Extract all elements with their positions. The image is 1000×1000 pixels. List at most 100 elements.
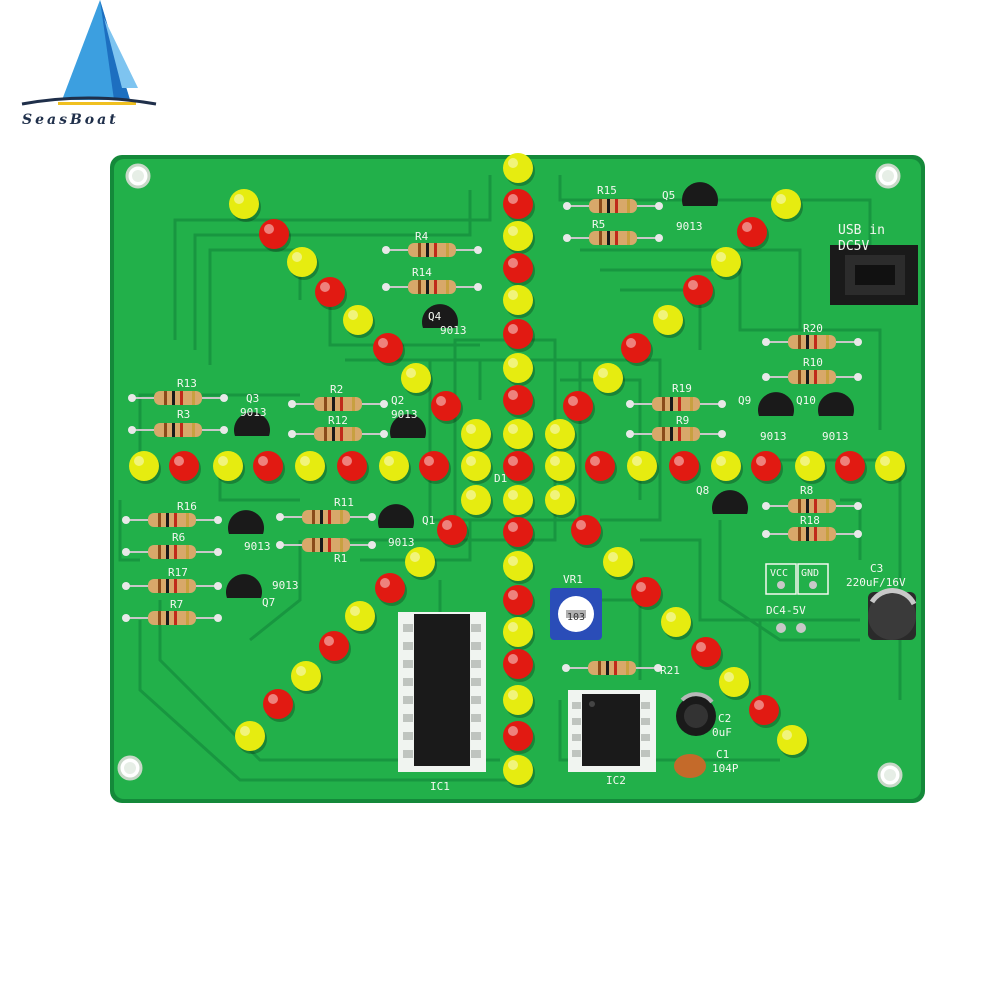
led-yellow [229,189,261,222]
r13-label: R13 [177,377,197,390]
usb-socket [830,245,918,305]
led-red [585,451,617,484]
r10-label: R10 [803,356,823,369]
ic2-chip [568,690,656,772]
resistor [382,280,482,294]
led-yellow [795,451,827,484]
q10-type: 9013 [822,430,849,443]
led-yellow [545,451,577,484]
led-yellow [545,419,577,452]
usb-in-label: USB in [838,223,885,238]
q4-label: Q4 [428,310,442,323]
led-red [319,631,351,664]
led-red [631,577,663,610]
led-yellow [343,305,375,338]
q9-label: Q9 [738,394,751,407]
resistor [626,397,726,411]
led-yellow [503,221,535,254]
led-red [571,515,603,548]
q6-type: 9013 [244,540,271,553]
led-red [683,275,715,308]
q7-type: 9013 [272,579,299,592]
resistor [563,231,663,245]
led-red [751,451,783,484]
transistor [758,392,794,416]
ic1-label: IC1 [430,780,450,793]
led-red [621,333,653,366]
c2-value: 0uF [712,726,732,739]
led-red [503,189,535,222]
vr1-code: 103 [567,612,585,623]
led-red [503,721,535,754]
led-red [373,333,405,366]
c3-capacitor [868,588,917,640]
led-red [691,637,723,670]
led-yellow [129,451,161,484]
led-red [503,385,535,418]
led-red [749,695,781,728]
transistor [681,182,718,206]
transistors [226,182,854,598]
power-pads [765,563,829,633]
led-yellow [503,485,535,518]
q1-type: 9013 [388,536,415,549]
led-yellow [287,247,319,280]
resistor [562,661,662,675]
q1-label: Q1 [422,514,435,527]
r1-label: R1 [334,552,347,565]
led-yellow [461,451,493,484]
led-red [431,391,463,424]
resistors [122,199,862,675]
transistor [818,392,854,416]
resistor [563,199,663,213]
r21-label: R21 [660,664,680,677]
gnd-label: GND [801,568,819,579]
q5-label: Q5 [662,189,675,202]
led-red [259,219,291,252]
leds [129,153,907,788]
led-yellow [875,451,907,484]
q10-label: Q10 [796,394,816,407]
led-red [835,451,867,484]
resistor [288,427,388,441]
led-yellow [593,363,625,396]
led-yellow [213,451,245,484]
ic2-label: IC2 [606,774,626,787]
led-red [503,319,535,352]
r19-label: R19 [672,382,692,395]
q9-type: 9013 [760,430,787,443]
transistor [228,510,264,534]
led-red [503,585,535,618]
q3-label: Q3 [246,392,259,405]
resistor [762,370,862,384]
led-yellow [603,547,635,580]
led-yellow [401,363,433,396]
led-yellow [711,451,743,484]
transistor [712,490,749,514]
led-yellow [379,451,411,484]
led-yellow [719,667,751,700]
r18-label: R18 [800,514,820,527]
led-red [503,517,535,550]
c2-capacitor [676,692,716,736]
q3-type: 9013 [240,406,267,419]
resistor [122,513,222,527]
led-yellow [503,153,535,186]
resistor [288,397,388,411]
led-yellow [503,285,535,318]
q5-type: 9013 [676,220,703,233]
led-yellow [461,485,493,518]
led-yellow [235,721,267,754]
led-yellow [777,725,809,758]
led-red [503,649,535,682]
resistor [762,499,862,513]
led-yellow [711,247,743,280]
c1-value: 104P [712,762,739,775]
led-red [263,689,295,722]
led-red [503,451,535,484]
led-yellow [653,305,685,338]
led-yellow [503,419,535,452]
transistor [422,304,459,328]
q7-label: Q7 [262,596,275,609]
